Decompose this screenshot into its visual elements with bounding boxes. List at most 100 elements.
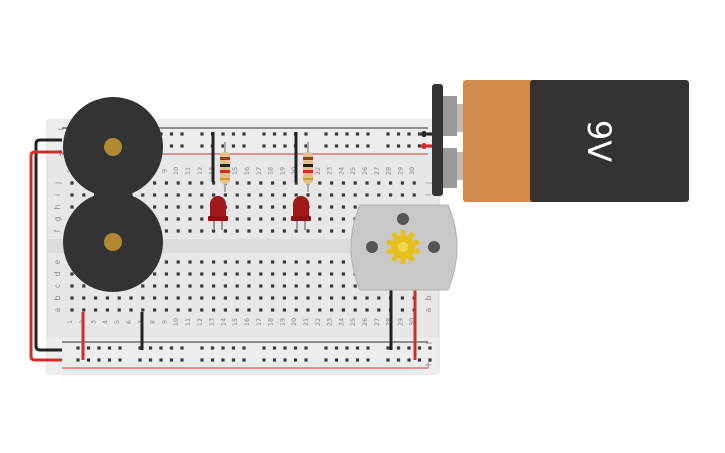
breadboard-hole[interactable]	[341, 284, 345, 288]
breadboard-hole[interactable]	[272, 144, 277, 148]
breadboard-hole[interactable]	[282, 181, 286, 185]
breadboard-hole[interactable]	[341, 217, 345, 221]
breadboard-hole[interactable]	[164, 193, 168, 197]
breadboard-hole[interactable]	[70, 205, 74, 209]
breadboard-hole[interactable]	[242, 144, 246, 148]
breadboard-hole[interactable]	[164, 260, 168, 264]
battery-9v[interactable]: 9V	[432, 80, 689, 202]
breadboard-hole[interactable]	[294, 181, 298, 185]
breadboard-hole[interactable]	[330, 193, 334, 197]
breadboard-hole[interactable]	[304, 346, 308, 350]
breadboard-hole[interactable]	[271, 260, 275, 264]
breadboard-hole[interactable]	[200, 296, 204, 300]
breadboard-hole[interactable]	[355, 346, 360, 350]
breadboard-hole[interactable]	[389, 193, 393, 197]
breadboard-hole[interactable]	[223, 260, 227, 264]
breadboard-hole[interactable]	[294, 193, 298, 197]
breadboard-hole[interactable]	[200, 272, 204, 276]
breadboard-hole[interactable]	[169, 132, 174, 136]
breadboard-hole[interactable]	[247, 181, 251, 185]
breadboard-hole[interactable]	[324, 132, 328, 136]
breadboard-hole[interactable]	[188, 229, 192, 233]
breadboard-hole[interactable]	[235, 229, 239, 233]
breadboard-hole[interactable]	[176, 217, 180, 221]
breadboard-hole[interactable]	[153, 181, 157, 185]
breadboard-hole[interactable]	[282, 308, 286, 312]
breadboard-hole[interactable]	[345, 144, 349, 148]
breadboard-hole[interactable]	[159, 346, 163, 350]
breadboard-hole[interactable]	[242, 132, 246, 136]
breadboard-hole[interactable]	[86, 346, 91, 350]
breadboard-hole[interactable]	[353, 193, 357, 197]
breadboard-hole[interactable]	[294, 308, 298, 312]
breadboard-hole[interactable]	[271, 229, 275, 233]
breadboard-hole[interactable]	[188, 308, 192, 312]
breadboard-hole[interactable]	[153, 284, 157, 288]
breadboard-hole[interactable]	[231, 358, 236, 362]
breadboard-hole[interactable]	[365, 308, 369, 312]
breadboard-hole[interactable]	[70, 181, 74, 185]
breadboard-hole[interactable]	[355, 358, 360, 362]
breadboard-hole[interactable]	[141, 193, 145, 197]
black-ground-wire[interactable]	[34, 138, 62, 352]
breadboard-hole[interactable]	[334, 358, 339, 362]
breadboard-hole[interactable]	[200, 346, 204, 350]
breadboard-hole[interactable]	[283, 144, 287, 148]
breadboard-hole[interactable]	[330, 296, 334, 300]
breadboard-hole[interactable]	[271, 181, 275, 185]
breadboard-hole[interactable]	[355, 144, 360, 148]
breadboard-hole[interactable]	[282, 229, 286, 233]
breadboard-hole[interactable]	[377, 181, 381, 185]
breadboard-hole[interactable]	[223, 272, 227, 276]
led-2[interactable]	[291, 196, 311, 230]
breadboard-hole[interactable]	[231, 144, 236, 148]
breadboard-hole[interactable]	[396, 358, 401, 362]
breadboard-hole[interactable]	[271, 193, 275, 197]
breadboard-hole[interactable]	[188, 284, 192, 288]
breadboard-hole[interactable]	[294, 272, 298, 276]
breadboard-hole[interactable]	[330, 229, 334, 233]
breadboard-hole[interactable]	[188, 205, 192, 209]
breadboard-hole[interactable]	[259, 229, 263, 233]
breadboard-hole[interactable]	[223, 308, 227, 312]
breadboard-hole[interactable]	[353, 205, 357, 209]
breadboard-hole[interactable]	[200, 144, 204, 148]
breadboard-hole[interactable]	[272, 346, 277, 350]
breadboard-hole[interactable]	[141, 308, 145, 312]
breadboard-hole[interactable]	[262, 144, 266, 148]
breadboard-hole[interactable]	[200, 181, 204, 185]
breadboard-hole[interactable]	[188, 272, 192, 276]
breadboard-hole[interactable]	[242, 346, 246, 350]
breadboard-hole[interactable]	[212, 284, 216, 288]
breadboard-hole[interactable]	[221, 144, 225, 148]
breadboard-hole[interactable]	[341, 229, 345, 233]
breadboard-hole[interactable]	[148, 346, 153, 350]
breadboard-hole[interactable]	[389, 181, 393, 185]
breadboard-hole[interactable]	[82, 296, 86, 300]
breadboard-hole[interactable]	[318, 193, 322, 197]
breadboard-hole[interactable]	[345, 132, 349, 136]
breadboard-hole[interactable]	[282, 260, 286, 264]
breadboard-hole[interactable]	[341, 296, 345, 300]
breadboard-hole[interactable]	[153, 205, 157, 209]
breadboard-hole[interactable]	[176, 205, 180, 209]
breadboard-hole[interactable]	[271, 284, 275, 288]
breadboard-hole[interactable]	[330, 217, 334, 221]
breadboard-hole[interactable]	[188, 217, 192, 221]
breadboard-hole[interactable]	[235, 181, 239, 185]
breadboard-hole[interactable]	[330, 181, 334, 185]
breadboard-hole[interactable]	[407, 346, 411, 350]
breadboard-hole[interactable]	[231, 346, 236, 350]
breadboard-hole[interactable]	[247, 260, 251, 264]
breadboard-hole[interactable]	[188, 193, 192, 197]
breadboard-hole[interactable]	[107, 358, 112, 362]
breadboard-hole[interactable]	[341, 193, 345, 197]
breadboard-hole[interactable]	[159, 358, 163, 362]
breadboard-hole[interactable]	[180, 132, 184, 136]
breadboard-hole[interactable]	[212, 193, 216, 197]
breadboard-hole[interactable]	[247, 217, 251, 221]
led-1[interactable]	[208, 196, 228, 230]
breadboard-hole[interactable]	[353, 284, 357, 288]
breadboard-hole[interactable]	[212, 181, 216, 185]
breadboard-hole[interactable]	[330, 308, 334, 312]
